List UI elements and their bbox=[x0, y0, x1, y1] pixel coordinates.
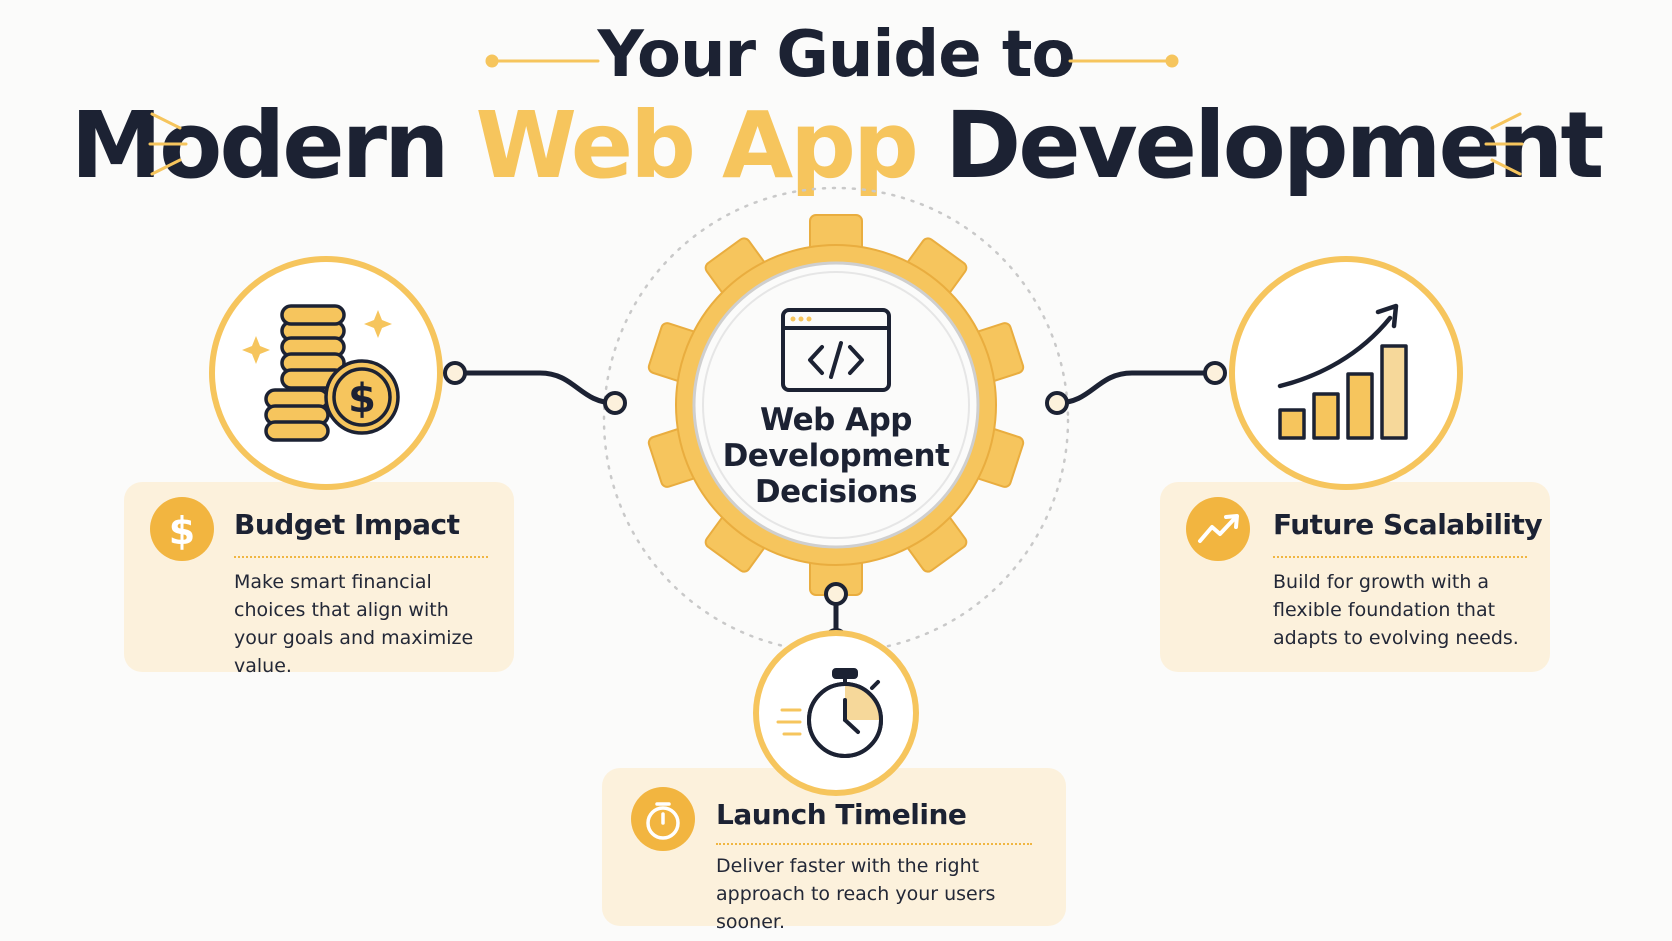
budget-card-title: Budget Impact bbox=[234, 508, 460, 541]
trend-up-icon bbox=[1186, 497, 1250, 561]
center-label-line-2: Development bbox=[722, 438, 950, 474]
timeline-card-title: Launch Timeline bbox=[716, 798, 967, 831]
title-modern: Modern bbox=[70, 92, 476, 199]
scalability-card-title: Future Scalability bbox=[1273, 508, 1543, 541]
budget-card-body: Make smart financial choices that align … bbox=[234, 571, 474, 677]
center-label: Web App Development Decisions bbox=[686, 402, 986, 510]
timeline-card-divider bbox=[716, 843, 1032, 845]
gear-icon bbox=[647, 214, 1025, 596]
dotted-orbit bbox=[602, 186, 1070, 654]
title-accent: Web App bbox=[475, 92, 919, 199]
timer-icon bbox=[631, 787, 695, 851]
code-window-icon bbox=[781, 308, 891, 392]
growth-bar-chart-icon bbox=[1277, 303, 1408, 440]
svg-text:$: $ bbox=[169, 509, 195, 553]
title-line-1: Your Guide to bbox=[597, 18, 1076, 92]
scalability-card-body: Build for growth with a flexible foundat… bbox=[1273, 571, 1519, 649]
coin-dollar-glyph: $ bbox=[348, 376, 376, 422]
scalability-illustration-ring bbox=[1229, 256, 1463, 490]
sparkle-icon bbox=[242, 310, 392, 364]
title-line-2: Modern Web App Development bbox=[0, 92, 1672, 199]
stopwatch-icon bbox=[776, 668, 883, 758]
budget-card-divider bbox=[234, 556, 488, 558]
center-label-line-3: Decisions bbox=[754, 474, 918, 510]
dollar-icon: $ bbox=[150, 497, 214, 561]
coin-stack-icon bbox=[264, 304, 400, 442]
timeline-card-body: Deliver faster with the right approach t… bbox=[716, 855, 996, 933]
center-label-line-1: Web App bbox=[760, 402, 912, 438]
title-decoration bbox=[148, 54, 1524, 176]
scalability-card-divider bbox=[1273, 556, 1527, 558]
